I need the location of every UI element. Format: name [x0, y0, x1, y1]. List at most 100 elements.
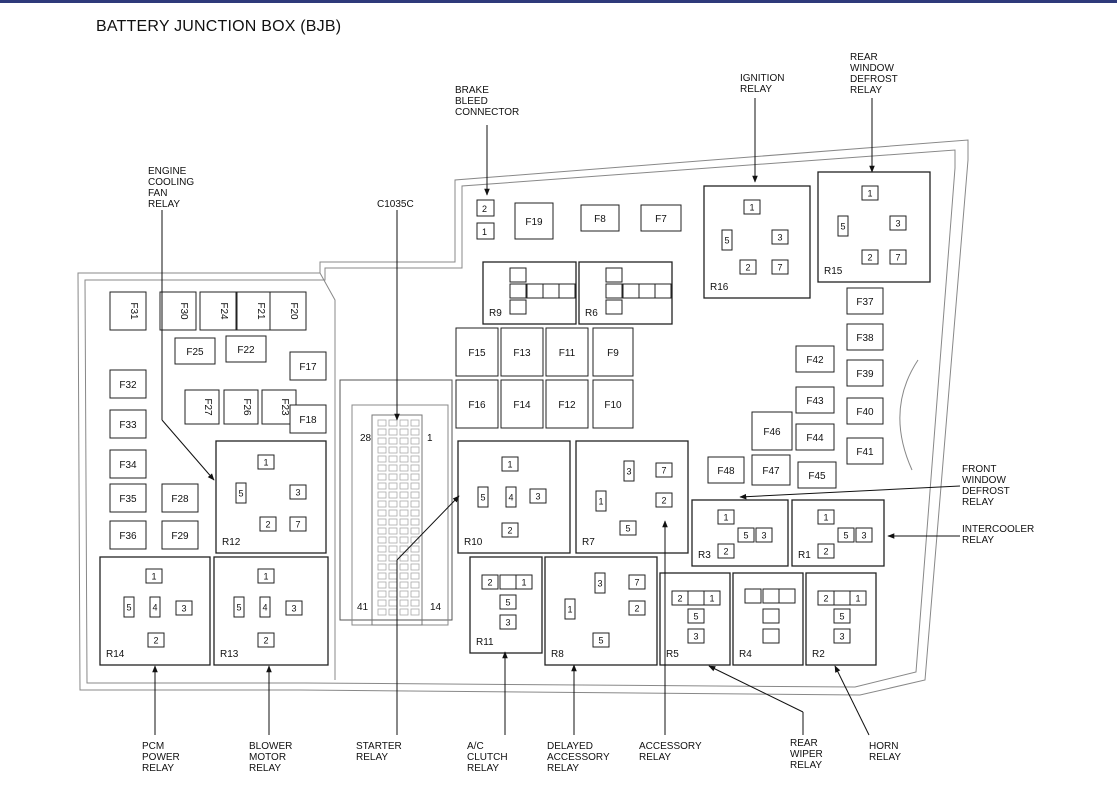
fuse-f29 — [161, 520, 199, 550]
relay-terminal — [703, 590, 721, 606]
connector-pin — [399, 563, 409, 571]
relay-terminal — [257, 632, 275, 648]
callout-line: WINDOW — [962, 475, 1006, 486]
relay-terminal — [542, 283, 560, 299]
callout-line: RELAY — [740, 84, 773, 95]
connector-pin — [410, 563, 420, 571]
terminal-number: 7 — [661, 466, 666, 476]
terminal-number: 3 — [597, 579, 602, 589]
fuse-f34 — [109, 449, 147, 479]
connector-pin — [377, 590, 387, 598]
fuse-f41 — [846, 437, 884, 465]
relay-terminal — [628, 600, 646, 616]
relay-terminal — [833, 608, 851, 624]
callout-line: RELAY — [547, 763, 580, 774]
callout-line: BLEED — [455, 96, 488, 107]
fuse-f21 — [236, 291, 274, 331]
connector-pin — [377, 446, 387, 454]
terminal-number: 5 — [839, 612, 844, 622]
fuse-label: F40 — [856, 407, 874, 418]
connector-pin — [410, 500, 420, 508]
connector-pin — [410, 581, 420, 589]
connector-pin — [410, 545, 420, 553]
callout-line: BRAKE — [455, 85, 489, 96]
terminal-number: 2 — [723, 547, 728, 557]
terminal-number: 2 — [153, 636, 158, 646]
relay-label: R16 — [710, 282, 729, 293]
terminal-number: 5 — [505, 598, 510, 608]
relay-terminal — [833, 590, 851, 606]
connector-pin — [410, 455, 420, 463]
connector-pin — [399, 599, 409, 607]
fuse-f42 — [795, 345, 835, 373]
connector-pin — [410, 527, 420, 535]
callout-line: COOLING — [148, 177, 195, 188]
connector-pin — [377, 500, 387, 508]
relay-terminal — [289, 516, 307, 532]
fuse-f24 — [199, 291, 237, 331]
relay-terminal — [778, 588, 796, 604]
callout-line: RELAY — [962, 535, 995, 546]
relay-terminal — [638, 283, 656, 299]
relay-terminal — [501, 456, 519, 472]
relay-terminal — [717, 509, 735, 525]
callout-line: A/C — [467, 741, 484, 752]
relay-terminal — [605, 283, 623, 299]
connector-pin — [410, 608, 420, 616]
terminal-number: 4 — [152, 603, 157, 613]
relay-terminal — [235, 482, 247, 504]
relay-terminal — [594, 572, 606, 594]
connector-pin — [388, 563, 398, 571]
terminal-number: 2 — [634, 604, 639, 614]
fuse-label: F35 — [119, 494, 137, 505]
connector-pin — [410, 572, 420, 580]
terminal-number: 5 — [743, 531, 748, 541]
brake-pin-2: 2 — [482, 204, 487, 214]
fuse-label: F13 — [513, 348, 531, 359]
relay-terminal — [605, 267, 623, 283]
relay-terminal — [817, 543, 835, 559]
connector-pin — [410, 446, 420, 454]
fuse-f37 — [846, 287, 884, 315]
relay-terminal — [285, 600, 303, 616]
relay-terminal — [739, 259, 757, 275]
fuse-label: F48 — [717, 466, 735, 477]
callout-line: IGNITION — [740, 73, 785, 84]
connector-pin — [410, 482, 420, 490]
relay-label: R7 — [582, 537, 595, 548]
fuse-label: F19 — [525, 217, 543, 228]
relay-r4: R4 — [732, 572, 804, 666]
connector-pin — [399, 491, 409, 499]
terminal-number: 5 — [625, 524, 630, 534]
terminal-number: 2 — [507, 526, 512, 536]
callout-line: WINDOW — [850, 63, 894, 74]
terminal-number: 4 — [508, 493, 513, 503]
callout-line: WIPER — [790, 749, 823, 760]
terminal-number: 2 — [745, 263, 750, 273]
fuse-label: F10 — [604, 400, 622, 411]
terminal-number: 2 — [263, 636, 268, 646]
fuse-label: F28 — [171, 494, 189, 505]
connector-pin — [388, 473, 398, 481]
fuse-label: F12 — [558, 400, 576, 411]
relay-terminal — [123, 596, 135, 618]
relay-terminal — [762, 588, 780, 604]
callout-line: FRONT — [962, 464, 997, 475]
connector-pin-label: 1 — [427, 433, 433, 444]
fuse-f9 — [592, 327, 634, 377]
fuse-label: F37 — [856, 297, 874, 308]
fuse-f25 — [174, 337, 216, 365]
fuse-label: F30 — [178, 302, 189, 320]
connector-pin — [388, 536, 398, 544]
relay-terminal — [592, 632, 610, 648]
relay-terminal — [755, 527, 773, 543]
fuse-f32 — [109, 369, 147, 399]
connector-pin — [410, 599, 420, 607]
connector-pin — [410, 554, 420, 562]
fuse-label: F41 — [856, 447, 874, 458]
